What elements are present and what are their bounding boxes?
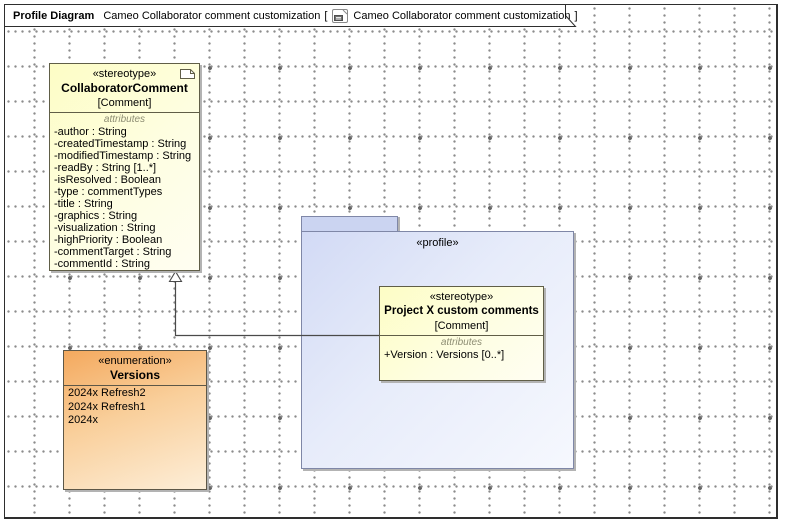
attribute-row[interactable]: -author : String [54, 126, 127, 138]
class-name: CollaboratorComment [61, 81, 188, 95]
context-bracket-close: ] [574, 10, 578, 22]
stereotype-keyword: «stereotype» [92, 68, 157, 80]
attributes-compartment: -author : String -createdTimestamp : Str… [50, 126, 199, 270]
attribute-row[interactable]: -graphics : String [54, 210, 138, 222]
compartment-separator [50, 112, 199, 113]
attribute-row[interactable]: -type : commentTypes [54, 186, 163, 198]
attribute-row[interactable]: -visualization : String [54, 222, 156, 234]
stereotype-note-icon [180, 69, 195, 79]
attribute-row[interactable]: -highPriority : Boolean [54, 234, 163, 246]
attribute-row[interactable]: -title : String [54, 198, 113, 210]
attribute-row[interactable]: -isResolved : Boolean [54, 174, 162, 186]
extended-metaclass: [Comment] [434, 320, 489, 332]
enumeration-literal[interactable]: 2024x Refresh2 [68, 387, 146, 399]
enumeration-literal[interactable]: 2024x [68, 414, 98, 426]
literals-compartment: 2024x Refresh2 2024x Refresh1 2024x [64, 386, 206, 428]
context-diagram-name: Cameo Collaborator comment customization [353, 10, 571, 22]
attributes-compartment-label: attributes [440, 337, 483, 348]
attributes-compartment: +Version : Versions [0..*] [380, 349, 543, 361]
stereotype-keyword: «stereotype» [429, 291, 494, 303]
compartment-separator [64, 385, 206, 386]
class-collaborator-comment[interactable]: «stereotype» CollaboratorComment [Commen… [49, 63, 200, 271]
class-header: «stereotype» Project X custom comments [… [380, 287, 543, 333]
enumeration-name: Versions [109, 368, 161, 382]
attribute-row[interactable]: -commentId : String [54, 258, 150, 270]
class-header: «stereotype» CollaboratorComment [Commen… [50, 64, 199, 110]
header-tab-shape [4, 4, 577, 27]
attribute-row[interactable]: +Version : Versions [0..*] [384, 349, 505, 361]
enumeration-header: «enumeration» Versions [64, 351, 206, 383]
profile-diagram-thumbnail-icon [332, 9, 349, 23]
enumeration-literal[interactable]: 2024x Refresh1 [68, 400, 146, 413]
diagram-name: Cameo Collaborator comment customization [103, 10, 321, 22]
attribute-row[interactable]: -readBy : String [1..*] [54, 162, 157, 174]
diagram-header: Profile Diagram Cameo Collaborator comme… [13, 9, 578, 23]
attribute-row[interactable]: -commentTarget : String [54, 246, 172, 258]
diagram-type-label: Profile Diagram [13, 10, 95, 22]
class-project-x-custom-comments[interactable]: «stereotype» Project X custom comments [… [379, 286, 544, 381]
enumeration-versions[interactable]: «enumeration» Versions 2024x Refresh2 20… [63, 350, 207, 490]
profile-stereotype: «profile» [416, 237, 459, 249]
extended-metaclass: [Comment] [97, 97, 152, 109]
attributes-compartment-label: attributes [103, 114, 146, 125]
context-bracket-open: [ [324, 10, 328, 22]
diagram-header-tab[interactable] [4, 4, 580, 28]
attribute-row[interactable]: -createdTimestamp : String [54, 138, 187, 150]
stereotype-keyword: «enumeration» [98, 355, 172, 367]
class-name: Project X custom comments [384, 305, 539, 317]
compartment-separator [380, 335, 543, 336]
attribute-row[interactable]: -modifiedTimestamp : String [54, 150, 192, 162]
